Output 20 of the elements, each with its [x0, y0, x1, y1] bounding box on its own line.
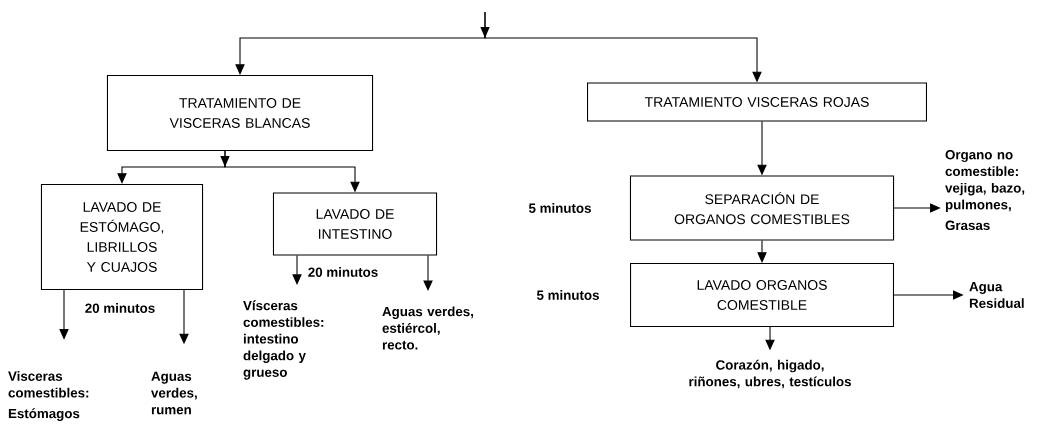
output-text: Vísceras comestibles: intestino delgado y grueso [243, 300, 324, 380]
process-box: TRATAMIENTO DE VISCERAS BLANCAS [106, 75, 374, 151]
time-label: 20 minutos [85, 303, 155, 313]
process-box: LAVADO DE ESTÓMAGO, LIBRILLOS Y CUAJOS [40, 183, 204, 291]
process-box: LAVADO DE INTESTINO [272, 192, 438, 256]
output-text: Corazón, higado, riñones, ubres, testículos [689, 359, 851, 389]
output-text: Aguas verdes, rumen [151, 371, 197, 415]
process-box: LAVADO ORGANOS COMESTIBLE [630, 263, 894, 327]
output-text: Aguas verdes, estiércol, recto. [382, 306, 473, 350]
time-label: 20 minutos [308, 267, 378, 277]
time-label: 5 minutos [528, 203, 591, 213]
arrow [757, 240, 767, 263]
output-text: Organo no comestible: vejiga, bazo, pulmones, Grasas [945, 149, 1025, 231]
output-text: Visceras comestibles: Estómagos [8, 371, 89, 421]
arrow [292, 255, 302, 285]
time-label: 5 minutos [536, 290, 599, 300]
process-box: SEPARACIÓN DE ORGANOS COMESTIBLES [629, 175, 895, 241]
arrowhead [220, 156, 230, 167]
process-box: TRATAMIENTO VISCERAS ROJAS [587, 82, 927, 122]
output-text: Agua Residual [969, 282, 1024, 308]
